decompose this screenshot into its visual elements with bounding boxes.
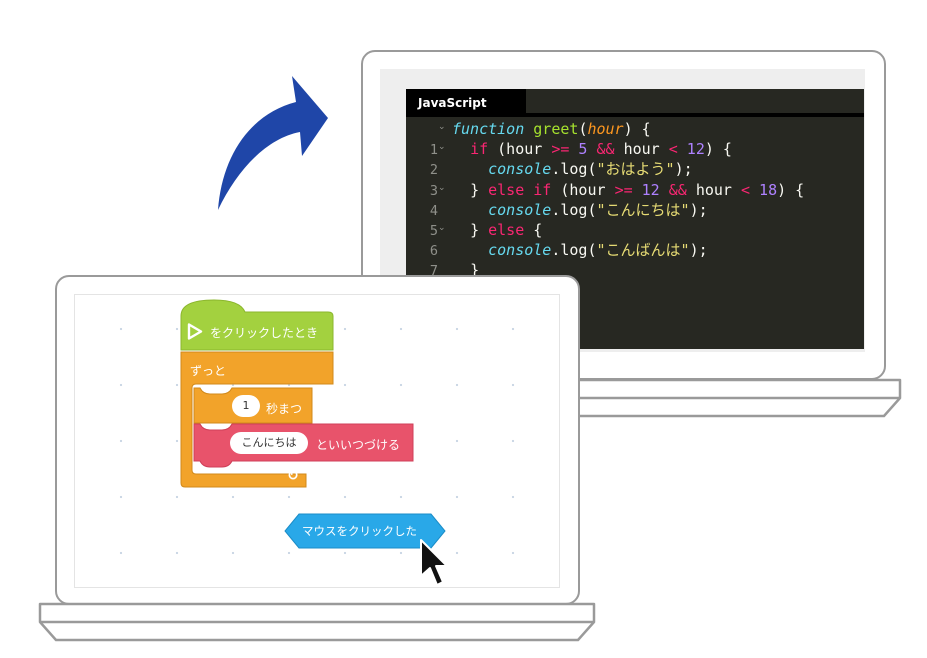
fold-chevron-icon[interactable]: ⌄	[438, 142, 446, 152]
forever-block-label: ずっと	[190, 364, 227, 378]
fold-chevron-icon[interactable]: ⌄	[438, 183, 446, 193]
code-text[interactable]: function greet(hour) { if (hour >= 5 && …	[452, 119, 804, 281]
code-line-2: if (hour >= 5 && hour < 12) {	[470, 140, 732, 159]
code-line-7: console.log("こんばんは");	[488, 241, 708, 260]
forever-block	[180, 351, 334, 488]
code-line-5: console.log("こんにちは");	[488, 200, 708, 219]
green-flag-icon[interactable]	[187, 323, 203, 340]
editor-tab-divider	[514, 113, 864, 117]
code-line-6: } else {	[470, 221, 543, 240]
mouse-cursor-icon	[420, 539, 448, 586]
loop-arrow-icon: ↻	[287, 468, 299, 484]
code-line-8: }	[470, 261, 480, 280]
say-block-label: といいつづける	[316, 438, 401, 452]
mouse-clicked-block	[284, 513, 446, 549]
line-number: 1	[429, 142, 438, 159]
line-number: 6	[429, 243, 438, 260]
hat-block	[180, 299, 334, 351]
code-line-4: } else if (hour >= 12 && hour < 18) {	[470, 180, 805, 199]
line-number: 3	[429, 182, 438, 199]
hat-block-label: をクリックしたとき	[210, 326, 319, 340]
editor-tab-javascript[interactable]: JavaScript	[406, 89, 526, 117]
say-message-input[interactable]: こんにちは	[230, 432, 308, 454]
fold-chevron-icon[interactable]: ⌄	[438, 122, 446, 132]
line-number: 5	[429, 223, 438, 240]
line-number: 4	[429, 202, 438, 219]
wait-seconds-input[interactable]: 1	[232, 395, 260, 417]
code-line-1: function greet(hour) {	[452, 120, 651, 138]
line-number: 2	[429, 162, 438, 179]
fold-chevron-icon[interactable]: ⌄	[438, 223, 446, 233]
curved-arrow-icon	[218, 76, 328, 210]
mouse-clicked-label: マウスをクリックした	[302, 524, 417, 538]
wait-block-label: 秒まつ	[266, 402, 303, 416]
line-number: 7	[429, 263, 438, 280]
code-line-3: console.log("おはよう");	[488, 160, 693, 179]
